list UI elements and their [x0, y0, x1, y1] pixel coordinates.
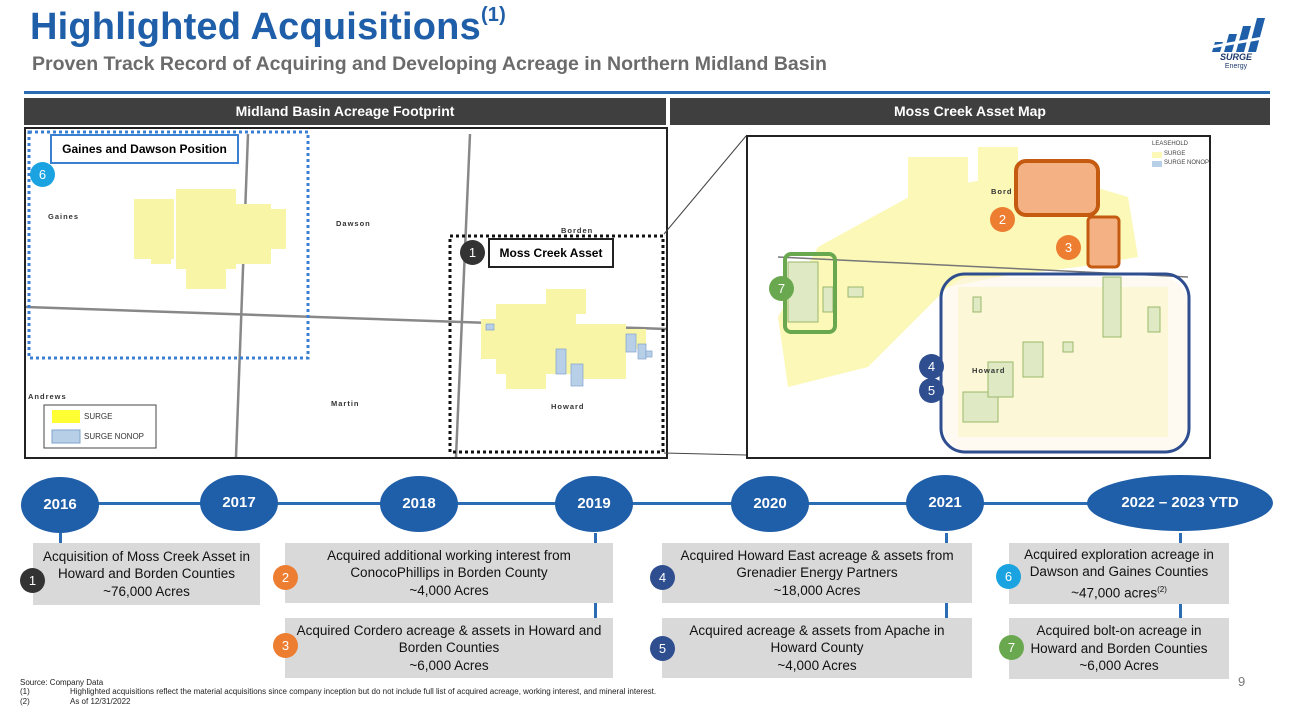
legend-surge: SURGE — [84, 412, 113, 421]
header-rule — [24, 91, 1270, 94]
midland-basin-map: Gaines and Dawson Position 6 Moss Creek … — [24, 127, 668, 459]
moss-creek-label: Moss Creek Asset — [488, 238, 614, 268]
footnote-2: As of 12/31/2022 — [70, 697, 131, 706]
connector — [945, 603, 948, 618]
card-5: Acquired acreage & assets from Apache in… — [662, 618, 972, 678]
year-2016: 2016 — [21, 477, 99, 533]
card-3: Acquired Cordero acreage & assets in How… — [285, 618, 613, 678]
legend-leasehold-title: LEASEHOLD — [1152, 141, 1189, 147]
card-7-number: 7 — [999, 635, 1024, 660]
card-2-number: 2 — [273, 565, 298, 590]
connector — [59, 533, 62, 545]
marker-3: 3 — [1056, 235, 1081, 260]
connector — [945, 533, 948, 543]
year-2018: 2018 — [380, 476, 458, 532]
page-subtitle: Proven Track Record of Acquiring and Dev… — [32, 53, 827, 75]
title-footnote-mark: (1) — [480, 4, 506, 27]
card-6-number: 6 — [996, 564, 1021, 589]
connector — [594, 603, 597, 618]
marker-4: 4 — [919, 354, 944, 379]
marker-1: 1 — [460, 240, 485, 265]
logo-sub: Energy — [1224, 63, 1248, 70]
marker-5: 5 — [919, 378, 944, 403]
label-gaines: Gaines — [48, 212, 80, 221]
card-4-number: 4 — [650, 565, 675, 590]
footnote-1-mark: (1) — [20, 687, 30, 696]
card-2: Acquired additional working interest fro… — [285, 543, 613, 603]
page-number: 9 — [1238, 674, 1246, 689]
year-2020: 2020 — [731, 476, 809, 532]
year-2019: 2019 — [555, 476, 633, 532]
label-andrews: Andrews — [28, 392, 67, 401]
legend-surge-right: SURGE — [1164, 151, 1186, 157]
label-martin: Martin — [331, 399, 360, 408]
legend-surge-nonop: SURGE NONOP — [84, 432, 145, 441]
year-2021: 2021 — [906, 475, 984, 531]
label-borden: Borden — [561, 226, 594, 235]
surge-energy-logo: SURGE Energy — [1206, 16, 1268, 76]
footnote-2-mark: (2) — [20, 697, 30, 706]
right-panel-title: Moss Creek Asset Map — [670, 98, 1270, 125]
marker-6: 6 — [30, 162, 55, 187]
card-5-number: 5 — [650, 636, 675, 661]
connector — [1179, 533, 1182, 543]
year-2022-2023: 2022 – 2023 YTD — [1087, 475, 1273, 531]
legend-nonop-right: SURGE NONOP — [1164, 160, 1210, 166]
midland-map-graphic — [26, 130, 666, 457]
footer-source: Source: Company Data — [20, 678, 104, 687]
card-4: Acquired Howard East acreage & assets fr… — [662, 543, 972, 603]
marker-7: 7 — [769, 276, 794, 301]
footnote-1: Highlighted acquisitions reflect the mat… — [70, 687, 657, 696]
marker-2: 2 — [990, 207, 1015, 232]
label-howard-right: Howard — [972, 366, 1006, 375]
left-panel-title: Midland Basin Acreage Footprint — [24, 98, 666, 125]
moss-map-graphic — [777, 147, 1191, 454]
card-1-number: 1 — [20, 568, 45, 593]
page-title: Highlighted Acquisitions(1) — [30, 4, 506, 48]
connector — [1179, 604, 1182, 618]
label-borden-right: Bord — [991, 187, 1013, 196]
year-2017: 2017 — [200, 475, 278, 531]
logo-name: SURGE — [1219, 52, 1252, 62]
connector — [594, 533, 597, 543]
card-3-number: 3 — [273, 633, 298, 658]
moss-creek-map: LEASEHOLD SURGE SURGE NONOP Bord Howard … — [746, 135, 1211, 459]
label-dawson: Dawson — [336, 219, 371, 228]
gaines-dawson-label: Gaines and Dawson Position — [50, 134, 239, 164]
label-howard: Howard — [551, 402, 585, 411]
